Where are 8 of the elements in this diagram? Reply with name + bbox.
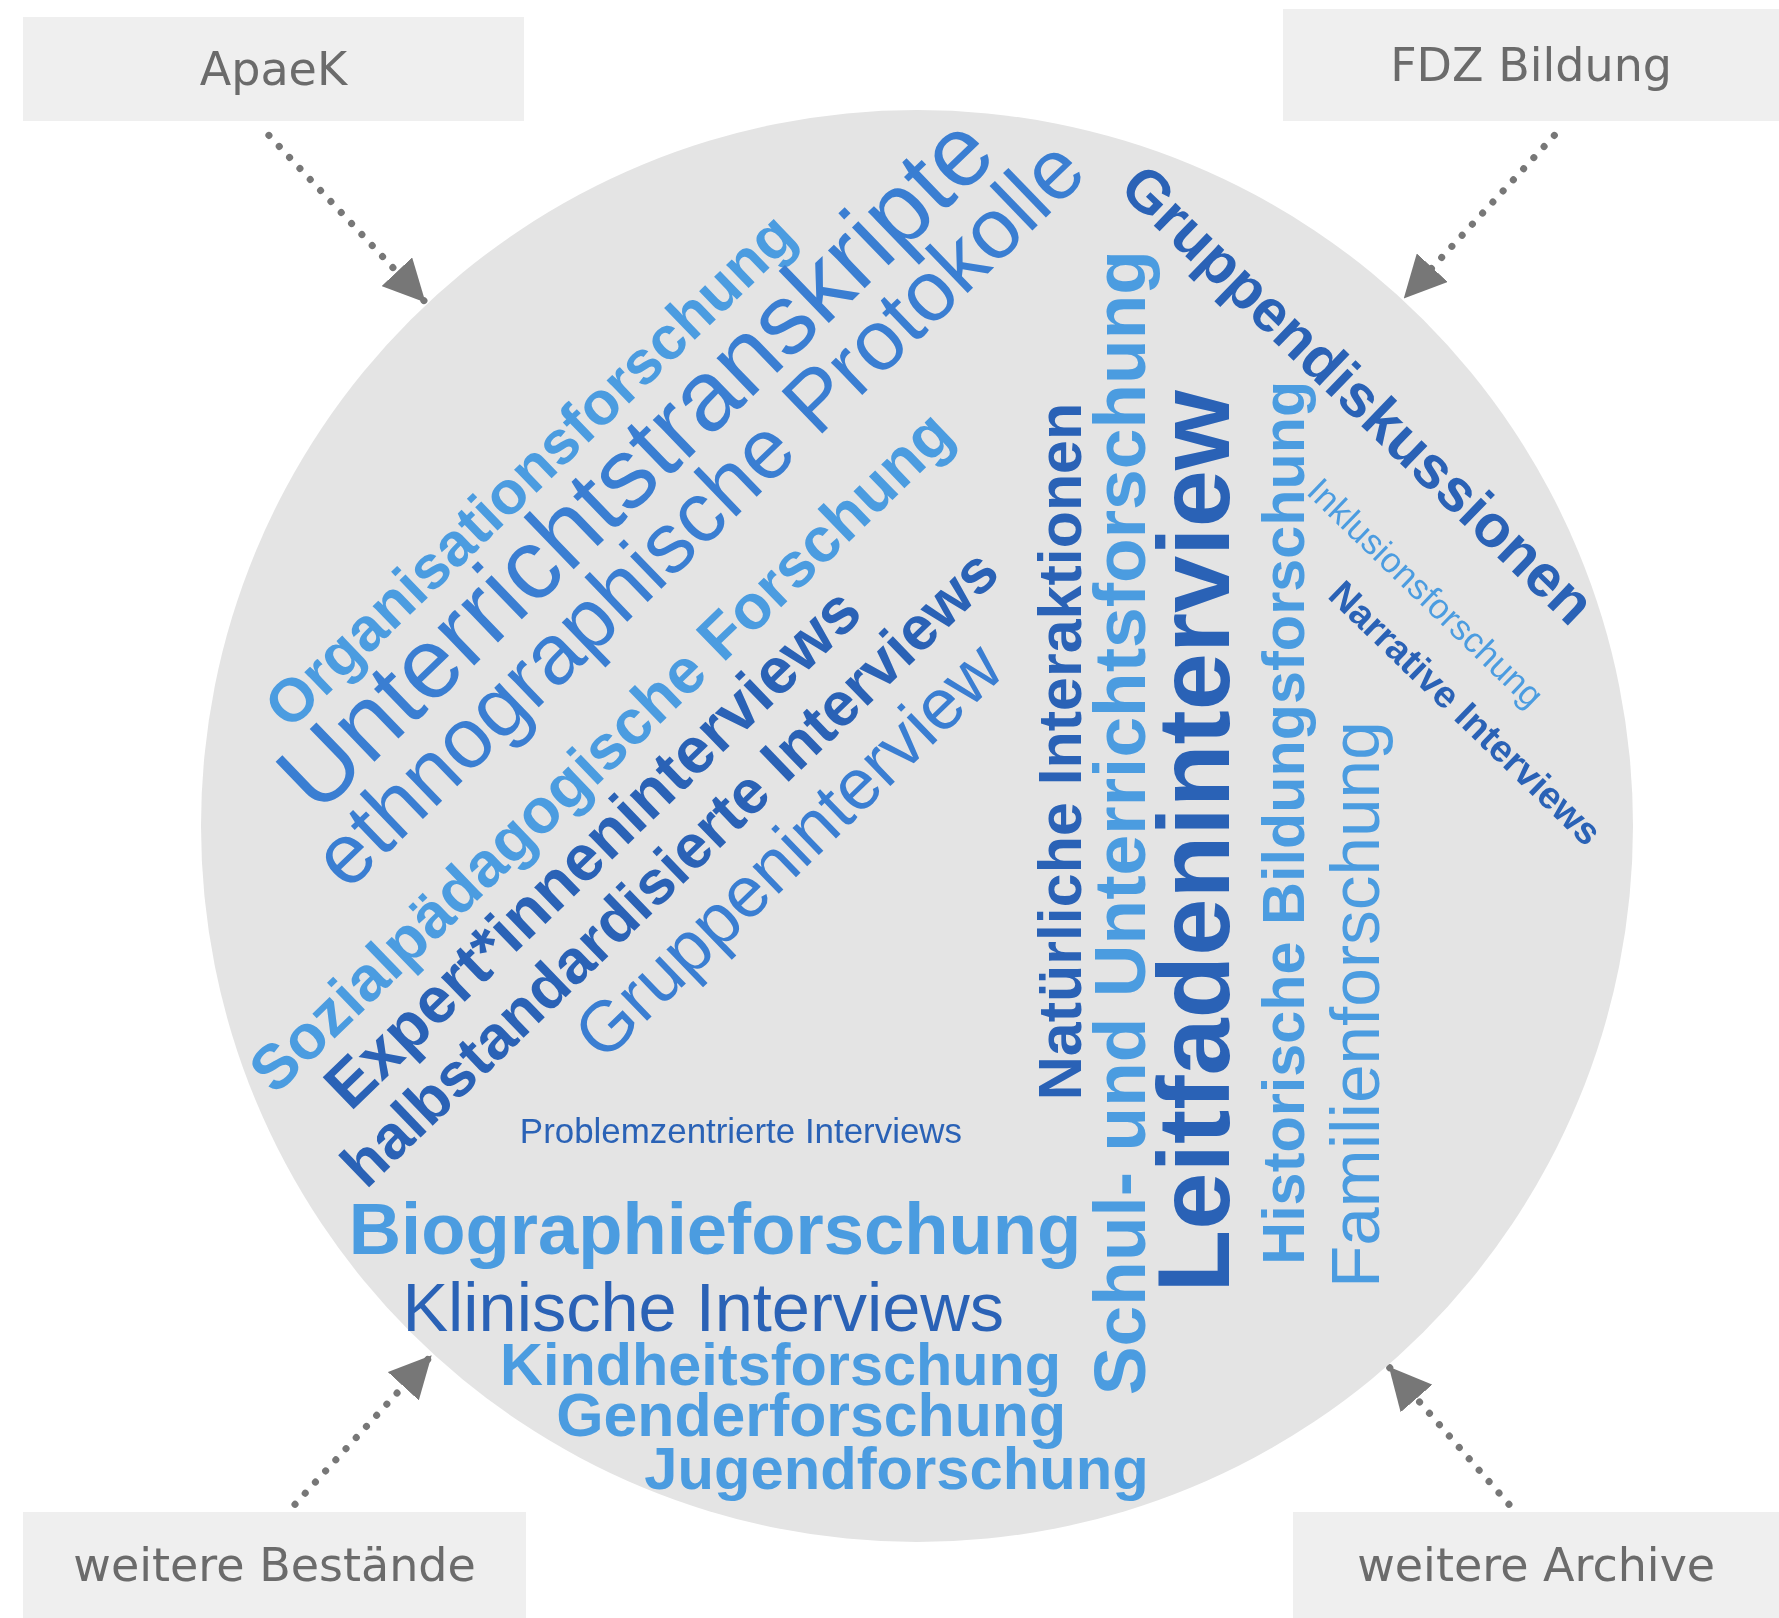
source-label: weitere Bestände: [73, 1538, 476, 1593]
dotted-arrow: [265, 131, 430, 306]
dotted-arrow: [1385, 1363, 1513, 1508]
word-cloud-term: Klinische Interviews: [402, 1273, 1005, 1343]
source-label: FDZ Bildung: [1390, 38, 1672, 93]
source-label: ApaeK: [199, 42, 348, 97]
word-cloud-term: Familienforschung: [1321, 720, 1391, 1288]
source-label: weitere Archive: [1357, 1538, 1716, 1593]
